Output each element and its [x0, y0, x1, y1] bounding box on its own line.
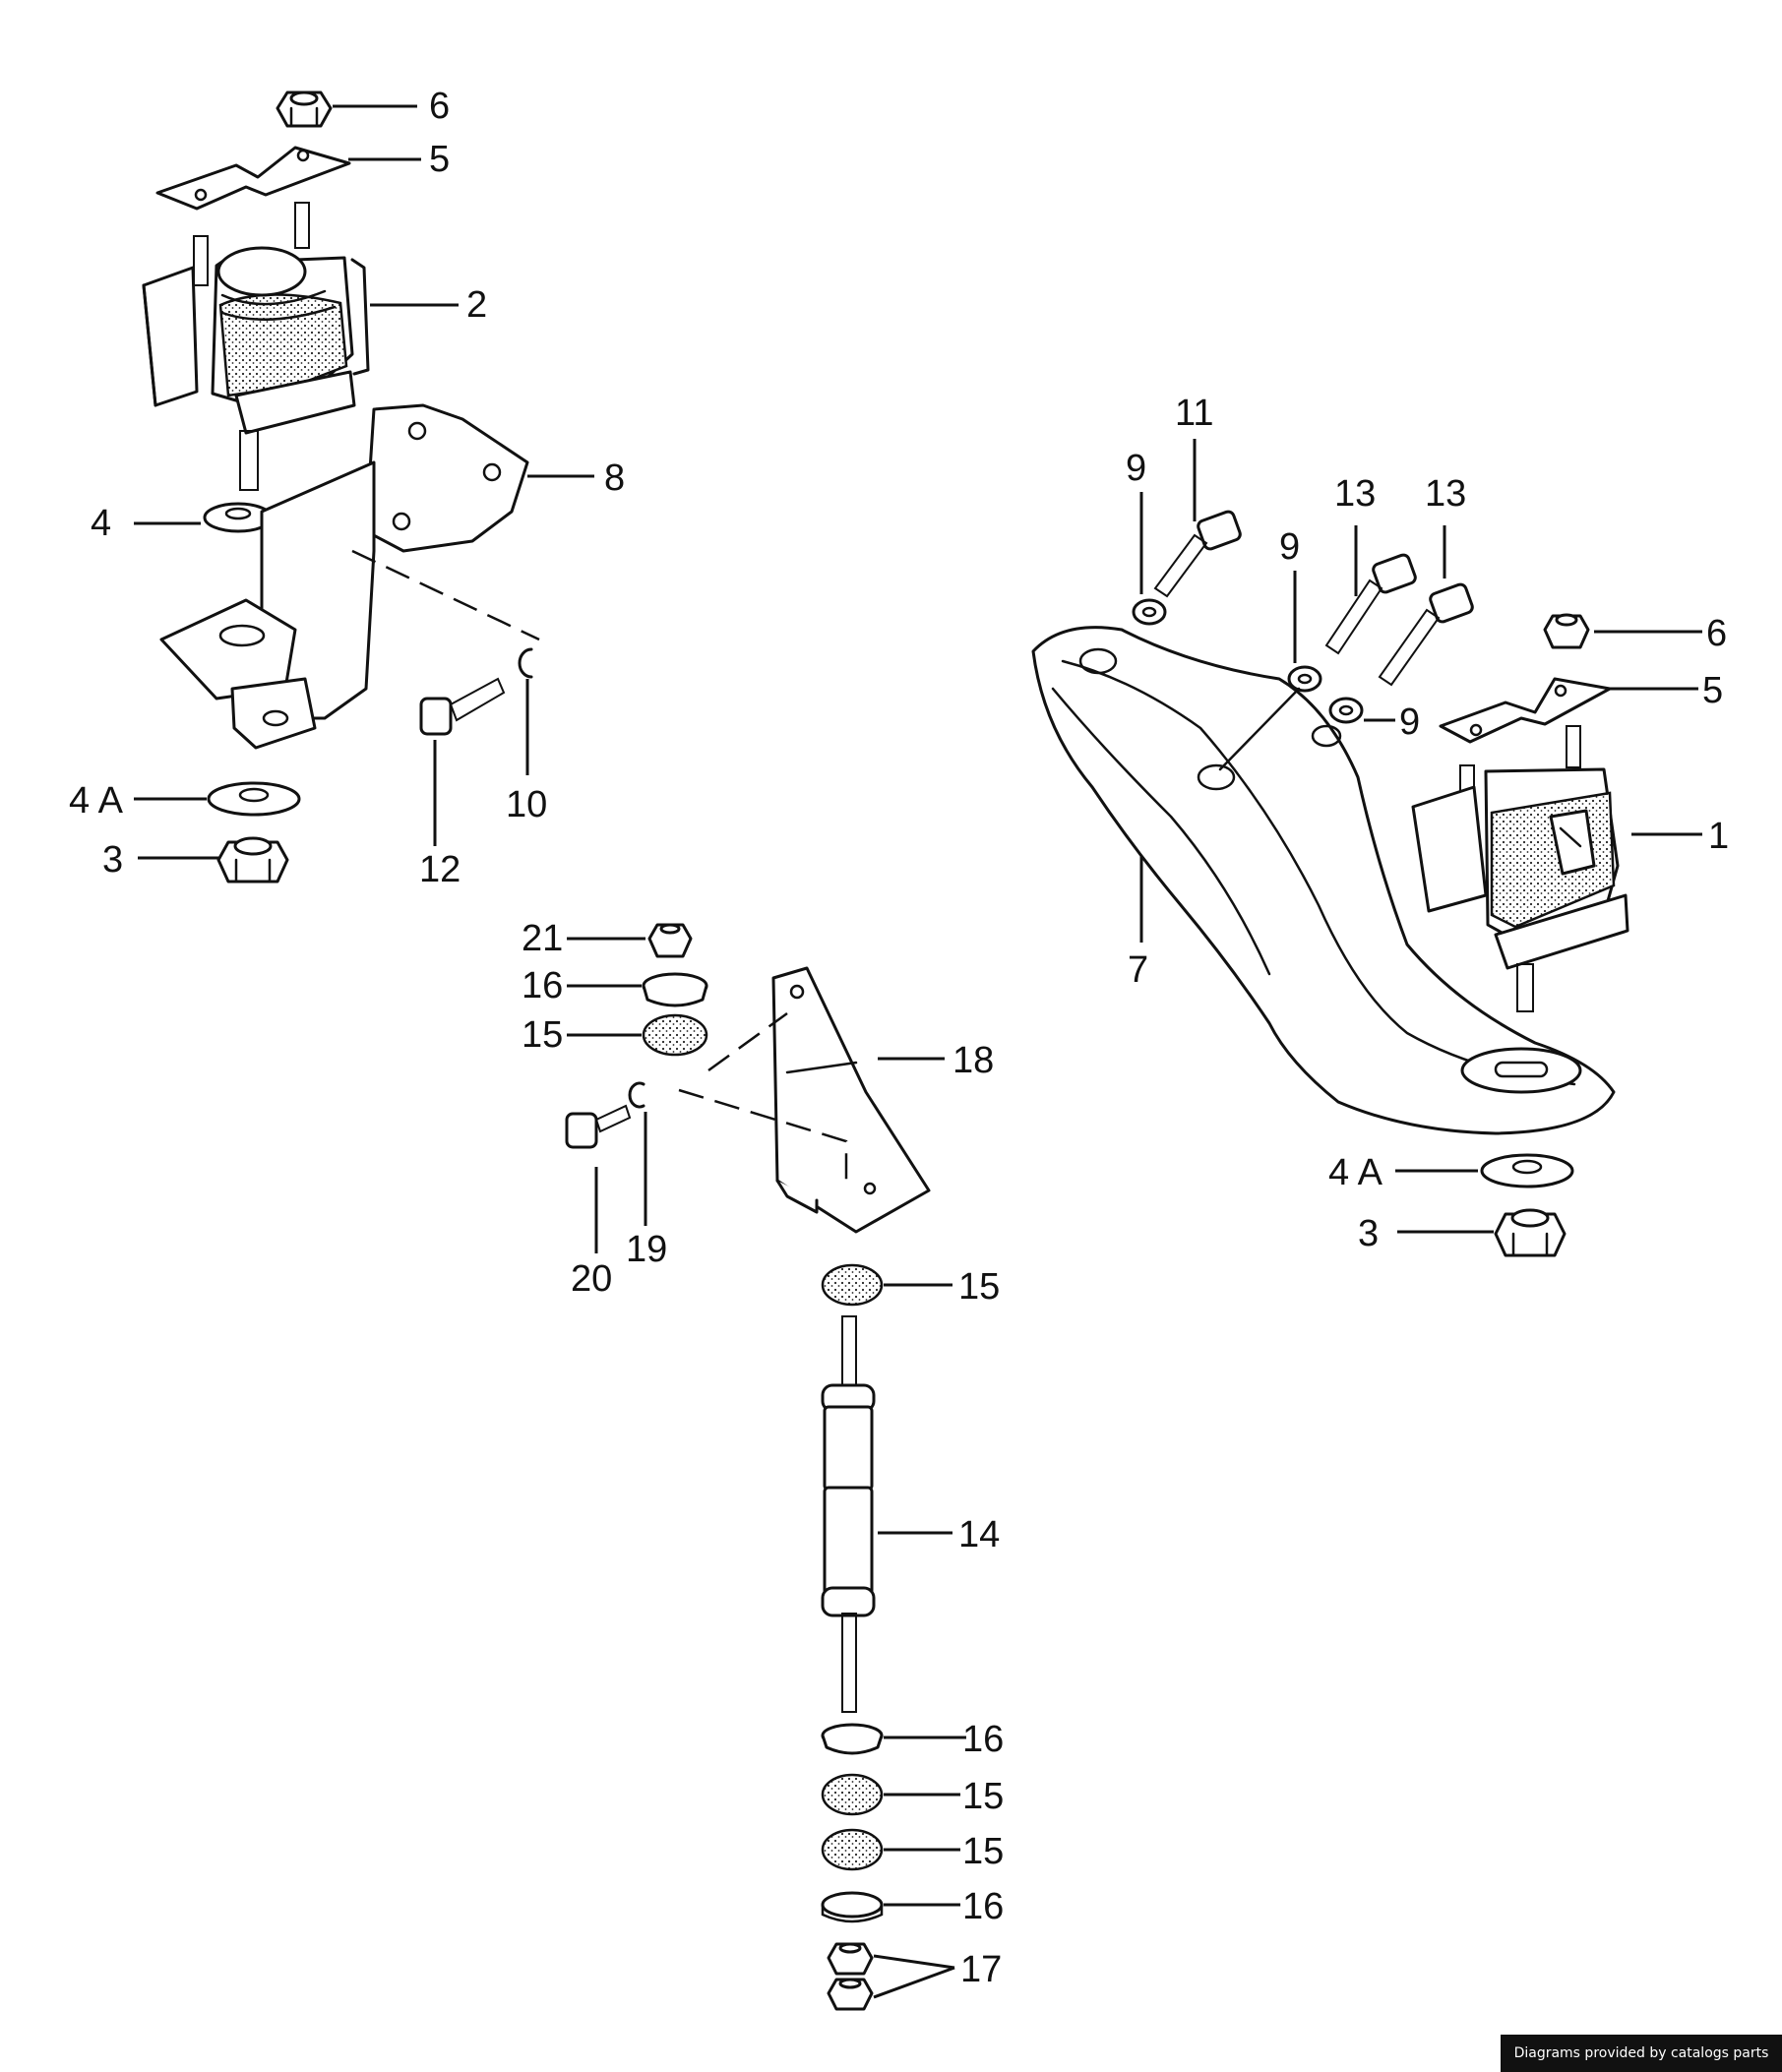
plate-part-5-right — [1439, 677, 1612, 744]
cup-part-16-lower — [821, 1723, 884, 1755]
callout-label-19: 19 — [626, 1229, 667, 1270]
callout-label-15-upper: 15 — [958, 1266, 1000, 1308]
callout-label-16-bottom: 16 — [962, 1886, 1004, 1927]
bolt-part-13-right — [1378, 582, 1474, 687]
washer-part-9-a — [1132, 598, 1167, 626]
bolt-part-20 — [565, 1104, 632, 1149]
callout-label-16-lower: 16 — [962, 1719, 1004, 1760]
nut-part-21 — [647, 923, 693, 958]
callout-label-5-left: 5 — [429, 139, 450, 180]
washer-part-9-c — [1328, 697, 1364, 724]
clip-part-10 — [518, 647, 533, 679]
bolt-part-11 — [1153, 510, 1242, 598]
credit-banner: Diagrams provided by catalogs parts — [1501, 2035, 1782, 2072]
washer-part-9-b — [1287, 665, 1322, 693]
nut-part-3-right — [1494, 1208, 1567, 1257]
callout-label-3-left: 3 — [102, 839, 123, 881]
callout-label-13-right: 13 — [1425, 473, 1466, 515]
plate-part-5-left — [155, 146, 351, 211]
leader-lines — [134, 104, 1702, 1999]
callout-label-9-b: 9 — [1279, 526, 1300, 568]
callout-label-1: 1 — [1708, 816, 1729, 857]
callout-label-15-lower-a: 15 — [962, 1776, 1004, 1817]
callout-label-21: 21 — [522, 918, 563, 959]
rubber-part-15-lower-a — [821, 1773, 884, 1816]
callout-label-14: 14 — [958, 1514, 1000, 1555]
callout-label-7: 7 — [1128, 949, 1148, 991]
callout-label-4: 4 — [91, 503, 111, 544]
rubber-part-15-top — [642, 1013, 708, 1057]
callout-label-4a-right: 4 A — [1328, 1152, 1383, 1193]
nut-part-17-upper — [827, 1942, 874, 1976]
callout-label-18: 18 — [952, 1040, 994, 1081]
washer-part-4a-right — [1480, 1153, 1574, 1188]
callout-label-8: 8 — [604, 457, 625, 499]
callout-label-9-c: 9 — [1399, 701, 1420, 743]
washer-part-4a-left — [207, 781, 301, 817]
callout-label-10: 10 — [506, 784, 547, 825]
assembly-line-left — [351, 549, 540, 641]
nut-part-3-left — [216, 836, 289, 884]
nut-part-17-lower — [827, 1978, 874, 2011]
crossmember-part-7 — [1031, 626, 1616, 1135]
callout-label-15-top: 15 — [522, 1014, 563, 1056]
bracket-part-8 — [159, 403, 529, 750]
nut-part-6-left — [276, 91, 333, 128]
engine-mount-part-1 — [1411, 725, 1629, 1012]
clip-part-19 — [628, 1081, 645, 1109]
bolt-part-12 — [419, 677, 506, 736]
bracket-part-18 — [771, 966, 931, 1234]
nut-part-6-right — [1543, 613, 1590, 649]
engine-mount-part-2 — [142, 202, 370, 491]
callout-label-16-top: 16 — [522, 965, 563, 1006]
callout-label-15-lower-b: 15 — [962, 1831, 1004, 1872]
callout-label-6-right: 6 — [1706, 613, 1727, 654]
washer-part-4 — [203, 502, 274, 533]
callout-label-11: 11 — [1175, 393, 1213, 434]
rubber-part-15-lower-b — [821, 1828, 884, 1871]
callout-label-20: 20 — [571, 1258, 612, 1300]
callout-label-2: 2 — [466, 284, 487, 326]
shock-absorber-part-14 — [821, 1315, 876, 1713]
callout-label-9-a: 9 — [1126, 448, 1146, 489]
bolt-part-13-left — [1324, 553, 1417, 655]
assembly-line-right — [1218, 687, 1301, 771]
assembly-line-center — [678, 1011, 848, 1181]
rubber-part-15-upper — [821, 1263, 884, 1307]
callout-label-5-right: 5 — [1702, 670, 1723, 711]
callout-label-6-left: 6 — [429, 86, 450, 127]
callout-label-3-right: 3 — [1358, 1213, 1379, 1254]
cup-part-16-top — [642, 972, 708, 1007]
callout-label-12: 12 — [419, 849, 461, 890]
callout-label-13-left: 13 — [1334, 473, 1376, 515]
washer-part-16-bottom — [821, 1891, 884, 1923]
callout-label-4a-left: 4 A — [69, 780, 124, 822]
callout-label-17: 17 — [960, 1949, 1002, 1990]
